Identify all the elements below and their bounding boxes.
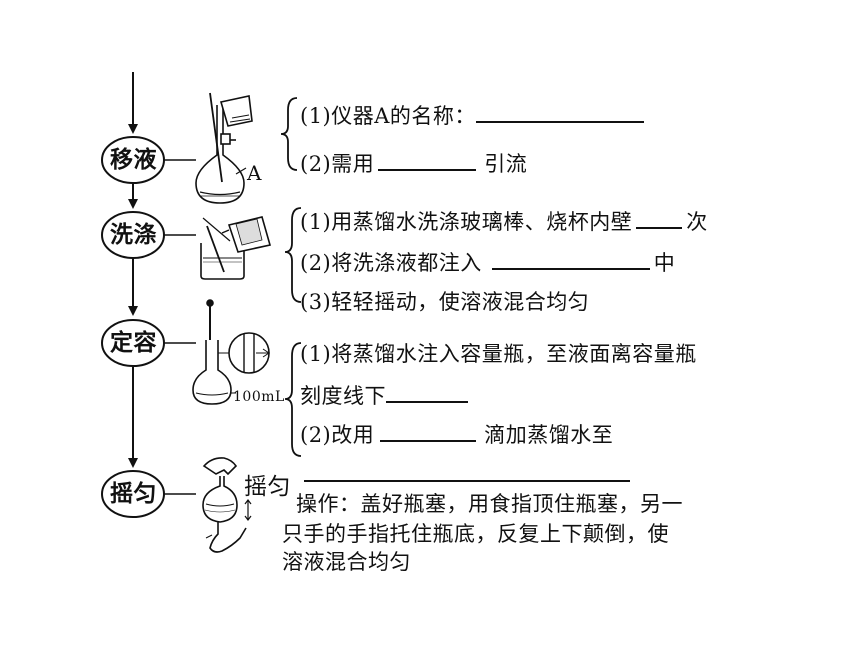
wash-item2-prefix: (2)将洗涤液都注入 — [300, 251, 482, 275]
wash-item-1: (1)用蒸馏水洗涤玻璃棒、烧杯内壁 次 — [300, 207, 708, 235]
transfer-q1-blank — [475, 101, 644, 123]
wash-apparatus-icon — [200, 216, 272, 280]
wash-item-3: (3)轻轻摇动，使溶液混合均匀 — [300, 290, 590, 314]
volume-item2-blank — [380, 420, 477, 442]
transfer-q1-text: (1)仪器A的名称： — [300, 104, 476, 128]
volume-apparatus-icon — [192, 299, 270, 405]
transfer-q2-blank — [378, 149, 477, 171]
volume-item-1-line-1: (1)将蒸馏水注入容量瓶，至液面离容量瓶 — [300, 342, 697, 366]
step-label-shake: 摇匀 — [110, 480, 157, 507]
volume-item1-text: 刻度线下 — [300, 384, 386, 408]
volume-item-2: (2)改用 滴加蒸馏水至 — [300, 420, 613, 448]
wash-item2-blank — [491, 248, 650, 270]
shake-line-3: 溶液混合均匀 — [282, 550, 411, 574]
shake-line-1: 操作：盖好瓶塞，用食指顶住瓶塞，另一 — [296, 492, 683, 516]
brace-wash — [284, 207, 302, 303]
wash-item2-suffix: 中 — [653, 251, 676, 275]
shake-line-2: 只手的手指托住瓶底，反复上下颠倒，使 — [282, 522, 669, 546]
flask-volume-label: 100mL — [233, 389, 285, 405]
braces — [280, 97, 302, 457]
transfer-q2-prefix: (2)需用 — [300, 152, 375, 176]
volume-item2-suffix: 滴加蒸馏水至 — [484, 423, 614, 447]
step-label-volume: 定容 — [110, 329, 157, 356]
shake-side-label: 摇匀 — [244, 474, 291, 500]
step-label-wash: 洗涤 — [110, 221, 157, 248]
step-label-transfer: 移液 — [110, 146, 157, 173]
brace-volume — [284, 342, 302, 457]
transfer-q2-suffix: 引流 — [484, 152, 528, 176]
wash-item1-prefix: (1)用蒸馏水洗涤玻璃棒、烧杯内壁 — [300, 210, 633, 234]
shake-apparatus-icon — [202, 457, 252, 553]
volume-item2-prefix: (2)改用 — [300, 423, 375, 447]
flask-label-a: A — [247, 161, 262, 185]
brace-transfer — [280, 97, 298, 171]
transfer-question-1: (1)仪器A的名称： — [300, 101, 644, 129]
volume-item1-blank — [386, 381, 468, 403]
volume-item-1-line-2: 刻度线下 — [300, 381, 468, 409]
wash-item1-blank — [636, 207, 683, 229]
wash-item-2: (2)将洗涤液都注入 中 — [300, 248, 675, 276]
wash-item1-suffix: 次 — [686, 210, 708, 234]
transfer-question-2: (2)需用 引流 — [300, 149, 527, 177]
volume-item-2-answer-blank — [304, 460, 630, 482]
transfer-apparatus-icon — [195, 92, 253, 204]
